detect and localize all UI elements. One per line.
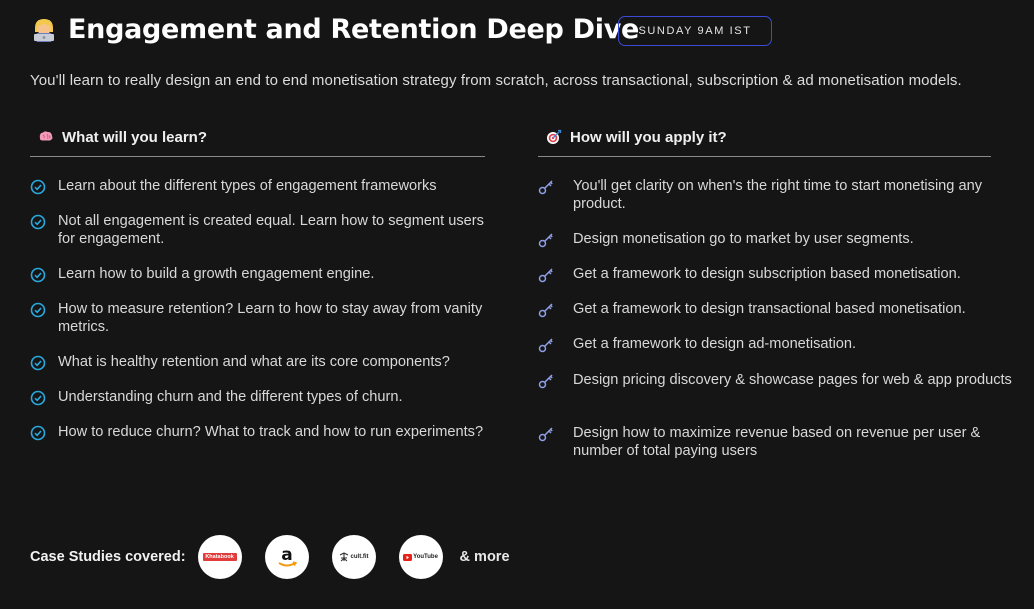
list-item: Get a framework to design ad-monetisatio… — [538, 336, 1013, 354]
technologist-emoji-icon — [30, 16, 58, 44]
khatabook-logo-text: Khatabook — [205, 554, 234, 560]
apply-heading: How will you apply it? — [538, 124, 1008, 150]
learn-column: What will you learn? Learn about the dif… — [30, 124, 485, 441]
list-item: Learn about the different types of engag… — [30, 178, 488, 196]
check-circle-icon — [30, 355, 46, 371]
list-item: What is healthy retention and what are i… — [30, 354, 488, 372]
learn-item-text: How to reduce churn? What to track and h… — [58, 424, 484, 440]
apply-item-text: Design monetisation go to market by user… — [573, 231, 914, 247]
key-icon — [538, 303, 553, 318]
target-dart-icon — [546, 129, 562, 145]
cultfit-glyph — [339, 552, 348, 562]
amazon-glyph: a — [278, 545, 297, 567]
apply-item-text: You'll get clarity on when's the right t… — [573, 178, 983, 212]
list-item: Not all engagement is created equal. Lea… — [30, 213, 488, 248]
cultfit-logo-text: cult.fit — [350, 554, 369, 560]
apply-item-text: Get a framework to design transactional … — [573, 301, 966, 317]
list-item: Design how to maximize revenue based on … — [538, 425, 1013, 460]
apply-item-text: Get a framework to design subscription b… — [573, 266, 961, 282]
page-title: Engagement and Retention Deep Dive — [68, 14, 640, 45]
learn-item-text: Understanding churn and the different ty… — [58, 389, 403, 405]
apply-item-text: Get a framework to design ad-monetisatio… — [573, 336, 857, 352]
key-icon — [538, 233, 553, 248]
learn-item-text: Learn about the different types of engag… — [58, 178, 437, 194]
list-item: How to measure retention? Learn to how t… — [30, 301, 488, 336]
case-studies-label: Case Studies covered: — [30, 549, 186, 565]
youtube-logo-text: YouTube — [413, 554, 438, 560]
list-item: Design monetisation go to market by user… — [538, 231, 1013, 249]
list-item: Design pricing discovery & showcase page… — [538, 372, 1013, 390]
learn-heading-label: What will you learn? — [62, 128, 208, 146]
key-icon — [538, 374, 553, 389]
learn-heading: What will you learn? — [30, 124, 485, 150]
schedule-badge: SUNDAY 9AM IST — [618, 16, 772, 46]
learn-item-text: What is healthy retention and what are i… — [58, 354, 450, 370]
key-icon — [538, 427, 553, 442]
youtube-play-icon — [403, 553, 413, 561]
key-icon — [538, 180, 553, 195]
module-description: You'll learn to really design an end to … — [30, 72, 962, 89]
list-item: Learn how to build a growth engagement e… — [30, 266, 488, 284]
apply-divider — [538, 156, 991, 157]
svg-text:a: a — [281, 545, 292, 565]
check-circle-icon — [30, 179, 46, 195]
check-circle-icon — [30, 214, 46, 230]
check-circle-icon — [30, 267, 46, 283]
check-circle-icon — [30, 302, 46, 318]
cultfit-logo: cult.fit — [331, 535, 376, 579]
check-circle-icon — [30, 425, 46, 441]
apply-item-text: Design pricing discovery & showcase page… — [573, 372, 1012, 388]
list-item: You'll get clarity on when's the right t… — [538, 178, 1013, 213]
check-circle-icon — [30, 390, 46, 406]
apply-item-text: Design how to maximize revenue based on … — [573, 425, 981, 459]
learn-item-text: How to measure retention? Learn to how t… — [58, 301, 483, 335]
apply-column: How will you apply it? You'll get clarit… — [538, 124, 1012, 459]
khatabook-logo: Khatabook — [197, 535, 242, 579]
list-item: Get a framework to design transactional … — [538, 301, 1013, 319]
amazon-logo: a — [264, 535, 309, 579]
learn-item-text: Learn how to build a growth engagement e… — [58, 266, 375, 282]
key-icon — [538, 338, 553, 353]
key-icon — [538, 268, 553, 283]
list-item: Understanding churn and the different ty… — [30, 389, 488, 407]
more-label: & more — [459, 549, 510, 565]
brain-icon — [38, 129, 54, 145]
list-item: How to reduce churn? What to track and h… — [30, 424, 488, 442]
learn-divider — [30, 156, 485, 157]
learn-item-text: Not all engagement is created equal. Lea… — [58, 213, 484, 247]
case-studies-row: Case Studies covered: Khatabook a cult.f… — [30, 534, 510, 580]
list-item: Get a framework to design subscription b… — [538, 266, 1013, 284]
title-row: Engagement and Retention Deep Dive — [30, 14, 639, 45]
youtube-logo: YouTube — [398, 535, 443, 579]
apply-heading-label: How will you apply it? — [570, 128, 727, 146]
